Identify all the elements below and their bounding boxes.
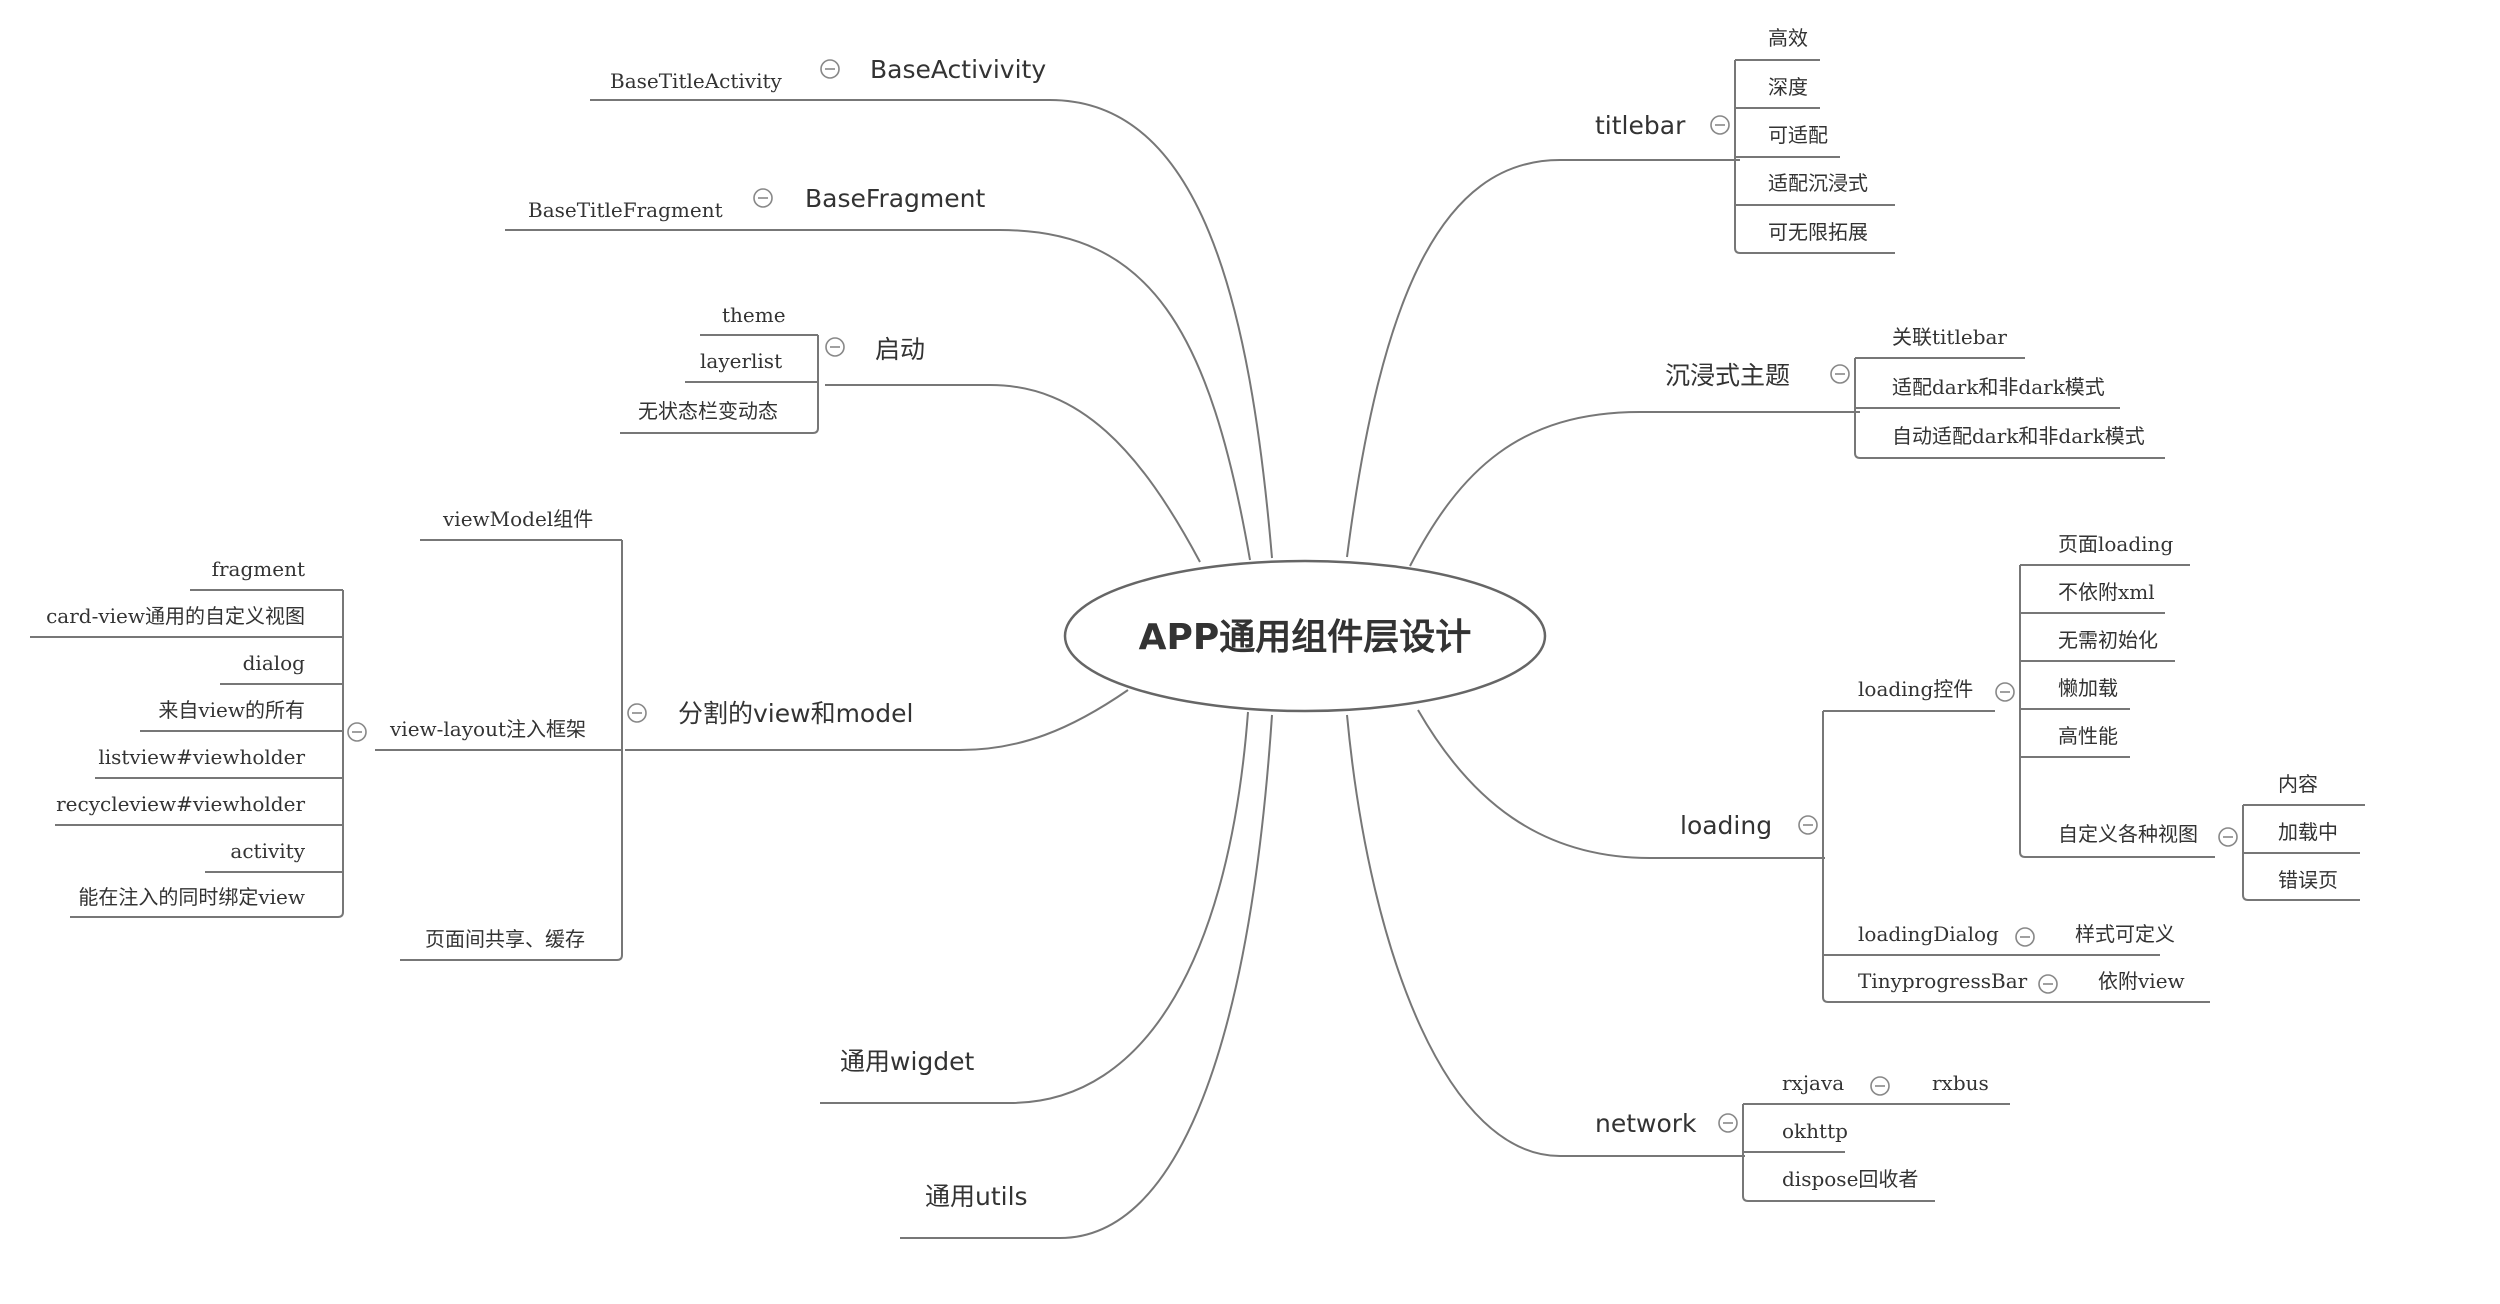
startup-label[interactable]: 启动 [875, 335, 925, 364]
leaf-loading-state[interactable]: 加载中 [2278, 820, 2338, 844]
leaf-error-page[interactable]: 错误页 [2278, 868, 2338, 892]
branch-startup: 启动 theme layerlist 无状态栏变动态 [620, 303, 925, 434]
leaf-activity[interactable]: activity [230, 839, 305, 863]
edge-utils [900, 714, 1273, 1239]
collapse-icon[interactable] [347, 722, 367, 742]
widget-label[interactable]: 通用wigdet [840, 1047, 975, 1076]
branch-base-activity: BaseActivivity BaseTitleActivity [590, 55, 1046, 101]
edge-split [625, 689, 1129, 751]
loading-dialog-label[interactable]: loadingDialog [1858, 922, 1999, 946]
leaf-dialog[interactable]: dialog [243, 651, 306, 675]
leaf-bind-view[interactable]: 能在注入的同时绑定view [78, 885, 305, 909]
edge-titlebar [1346, 159, 1740, 558]
collapse-icon[interactable] [2218, 827, 2238, 847]
leaf-adaptable[interactable]: 可适配 [1768, 123, 1828, 147]
leaf-auto-dark-mode[interactable]: 自动适配dark和非dark模式 [1892, 424, 2145, 448]
branch-base-fragment: BaseFragment BaseTitleFragment [505, 184, 985, 231]
leaf-layerlist[interactable]: layerlist [700, 349, 782, 373]
leaf-from-view[interactable]: 来自view的所有 [158, 698, 305, 722]
collapse-icon[interactable] [1710, 115, 1730, 135]
leaf-page-loading[interactable]: 页面loading [2058, 532, 2173, 556]
network-label[interactable]: network [1595, 1109, 1697, 1138]
collapse-icon[interactable] [753, 188, 773, 208]
leaf-high-perf[interactable]: 高性能 [2058, 724, 2118, 748]
titlebar-label[interactable]: titlebar [1595, 111, 1686, 140]
edge-base-activity [590, 99, 1273, 559]
leaf-dark-mode[interactable]: 适配dark和非dark模式 [1892, 375, 2105, 399]
collapse-icon[interactable] [820, 59, 840, 79]
collapse-icon[interactable] [1798, 815, 1818, 835]
leaf-rxbus[interactable]: rxbus [1932, 1071, 1989, 1095]
leaf-link-titlebar[interactable]: 关联titlebar [1892, 325, 2007, 349]
collapse-icon[interactable] [1718, 1113, 1738, 1133]
collapse-icon[interactable] [1830, 364, 1850, 384]
custom-views-label[interactable]: 自定义各种视图 [2058, 822, 2198, 846]
collapse-icon[interactable] [2038, 974, 2058, 994]
split-label[interactable]: 分割的view和model [678, 699, 913, 728]
leaf-dispose[interactable]: dispose回收者 [1782, 1167, 1918, 1191]
leaf-no-statusbar[interactable]: 无状态栏变动态 [638, 399, 778, 423]
progress-bar-label[interactable]: TinyprogressBar [1858, 969, 2028, 993]
edge-widget [820, 711, 1249, 1104]
loading-label[interactable]: loading [1680, 811, 1772, 840]
branch-widget: 通用wigdet 通用utils [840, 1047, 1028, 1211]
leaf-custom-style[interactable]: 样式可定义 [2075, 922, 2175, 946]
leaf-no-xml[interactable]: 不依附xml [2058, 580, 2155, 604]
base-fragment-label[interactable]: BaseFragment [805, 184, 985, 213]
leaf-card-view[interactable]: card-view通用的自定义视图 [46, 604, 305, 628]
leaf-base-title-activity[interactable]: BaseTitleActivity [610, 69, 783, 93]
collapse-icon[interactable] [2015, 927, 2035, 947]
leaf-lazy-load[interactable]: 懒加载 [2058, 676, 2118, 700]
leaf-efficient[interactable]: 高效 [1768, 26, 1808, 50]
branch-loading: loading loading控件 页面loading 不依附xml 无需初始化… [1680, 532, 2365, 1003]
leaf-viewmodel[interactable]: viewModel组件 [442, 507, 593, 531]
branch-network: network rxjava rxbus okhttp dispose回收者 [1595, 1071, 2010, 1202]
edge-immersive [1409, 411, 1860, 567]
leaf-fragment[interactable]: fragment [212, 557, 305, 581]
collapse-icon[interactable] [1995, 682, 2015, 702]
edge-loading [1417, 709, 1825, 859]
layout-injection-label[interactable]: view-layout注入框架 [389, 717, 586, 741]
leaf-no-init[interactable]: 无需初始化 [2058, 628, 2158, 652]
immersive-label[interactable]: 沉浸式主题 [1665, 361, 1790, 390]
leaf-theme[interactable]: theme [722, 303, 786, 327]
branch-split: 分割的view和model viewModel组件 view-layout注入框… [30, 507, 913, 961]
base-activity-label[interactable]: BaseActivivity [870, 55, 1046, 84]
leaf-attach-view[interactable]: 依附view [2098, 969, 2185, 993]
leaf-listview[interactable]: listview#viewholder [98, 745, 305, 769]
leaf-okhttp[interactable]: okhttp [1782, 1119, 1848, 1143]
edge-startup [825, 384, 1201, 563]
collapse-icon[interactable] [1870, 1076, 1890, 1096]
leaf-immersive-adapt[interactable]: 适配沉浸式 [1768, 171, 1868, 195]
leaf-base-title-fragment[interactable]: BaseTitleFragment [528, 198, 723, 222]
leaf-depth[interactable]: 深度 [1768, 75, 1808, 99]
rxjava-label[interactable]: rxjava [1782, 1071, 1844, 1095]
branch-titlebar: titlebar 高效 深度 可适配 适配沉浸式 可无限拓展 [1595, 26, 1895, 254]
collapse-icon[interactable] [627, 703, 647, 723]
utils-label[interactable]: 通用utils [925, 1182, 1028, 1211]
leaf-content[interactable]: 内容 [2278, 772, 2318, 796]
collapse-icon[interactable] [825, 337, 845, 357]
edge-network [1346, 714, 1745, 1157]
edge-base-fragment [505, 229, 1251, 561]
loading-control-label[interactable]: loading控件 [1858, 677, 1973, 701]
root-label: APP通用组件层设计 [1139, 617, 1472, 658]
root-node[interactable] [1063, 559, 1547, 713]
leaf-recycleview[interactable]: recycleview#viewholder [56, 792, 305, 816]
main-edges [505, 99, 1860, 1239]
branch-immersive: 沉浸式主题 关联titlebar 适配dark和非dark模式 自动适配dark… [1665, 325, 2165, 459]
leaf-extensible[interactable]: 可无限拓展 [1768, 220, 1868, 244]
leaf-page-cache[interactable]: 页面间共享、缓存 [425, 927, 585, 951]
